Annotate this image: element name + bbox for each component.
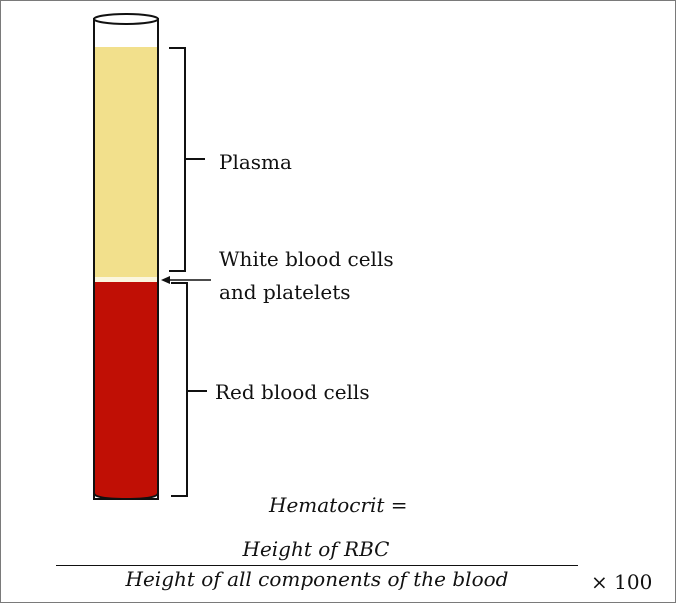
hematocrit-lhs: Hematocrit = — [269, 493, 408, 517]
plasma-layer — [95, 47, 157, 277]
buffy-coat-label-line1: White blood cells — [219, 246, 394, 272]
plasma-bracket — [169, 48, 205, 271]
formula-numerator: Height of RBC — [56, 537, 576, 561]
red-cell-layer — [95, 282, 157, 495]
buffy-coat-layer — [95, 277, 157, 282]
rbc-bracket — [171, 283, 207, 496]
fraction-bar — [56, 565, 578, 566]
rbc-label: Red blood cells — [215, 379, 370, 405]
formula-multiplier: × 100 — [591, 570, 652, 594]
plasma-label: Plasma — [219, 149, 292, 175]
tube-bottom — [94, 493, 158, 499]
formula-denominator: Height of all components of the blood — [56, 567, 578, 591]
tube-opening — [94, 14, 158, 24]
buffy-arrow-head — [161, 276, 170, 284]
buffy-coat-label-line2: and platelets — [219, 279, 351, 305]
